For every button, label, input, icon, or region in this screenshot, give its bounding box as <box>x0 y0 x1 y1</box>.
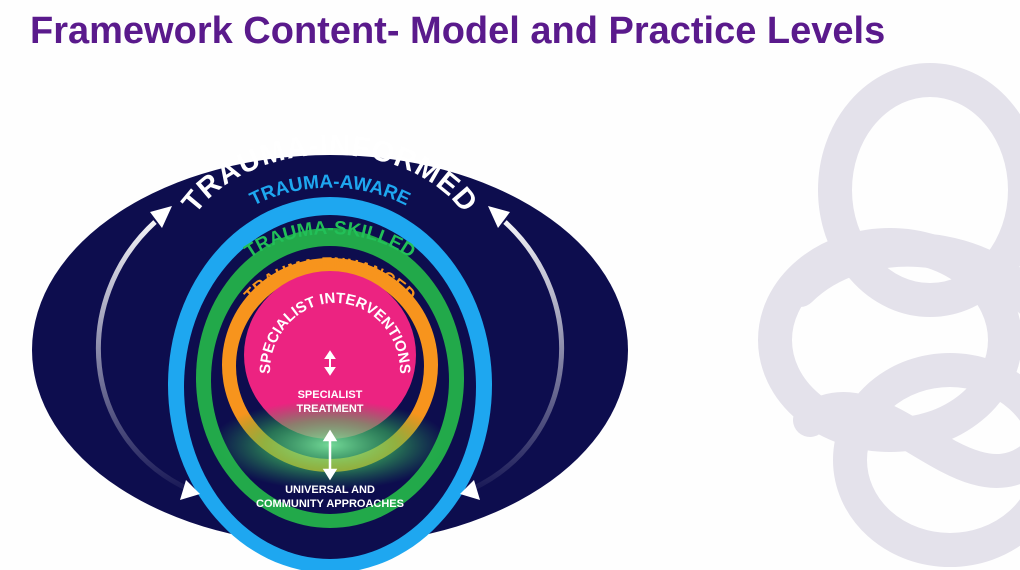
small-double-arrow-icon <box>324 350 336 376</box>
double-arrow-icon <box>322 429 338 481</box>
specialist-treatment-line2: TREATMENT <box>296 403 363 415</box>
knot-watermark-icon <box>758 63 1020 567</box>
right-cycle-arrow-icon <box>460 206 565 500</box>
universal-approaches-line2: COMMUNITY APPROACHES <box>256 498 404 510</box>
universal-approaches-line1: UNIVERSAL AND <box>285 484 375 496</box>
left-cycle-arrow-icon <box>95 206 200 500</box>
specialist-treatment-line1: SPECIALIST <box>298 389 363 401</box>
slide-title: Framework Content- Model and Practice Le… <box>30 10 886 52</box>
